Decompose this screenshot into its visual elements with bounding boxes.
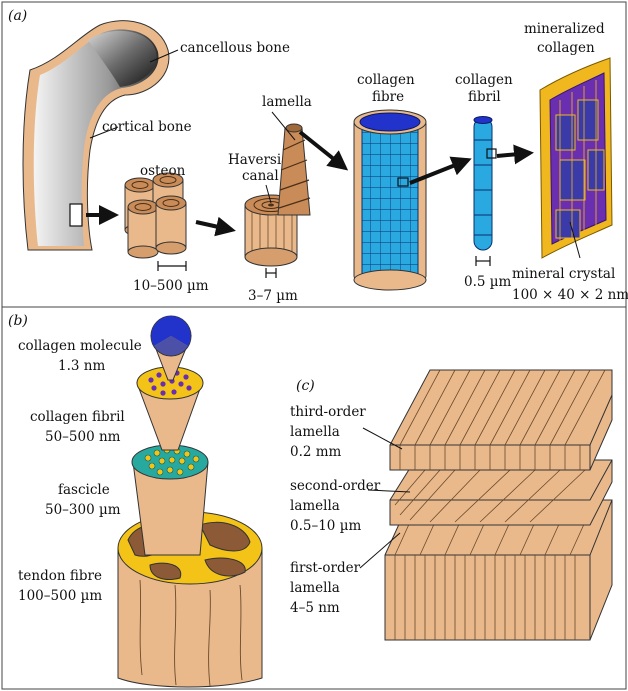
label-collagen-molecule-size: 1.3 nm [58,358,105,374]
collagen-fibril-illustration [474,117,496,251]
label-first-order: first-order [290,560,361,576]
label-third-order-word: lamella [290,424,340,440]
label-fibril-scale: 0.5 µm [464,274,512,290]
label-collagen-fibre-1: collagen [357,72,415,88]
label-second-order-size: 0.5–10 µm [290,518,361,534]
label-collagen-fibre-2: fibre [372,89,404,105]
sample-box [70,204,82,226]
label-fascicle: fascicle [58,482,110,498]
label-lamella-scale: 3–7 µm [248,288,298,304]
tendon-hierarchy-illustration [118,316,262,687]
label-osteon: osteon [140,163,186,179]
collagen-fibre-illustration [354,110,426,290]
label-third-order-size: 0.2 mm [290,444,342,460]
panel-c-label: (c) [296,378,315,394]
label-fascicle-size: 50–300 µm [45,502,121,518]
label-mineralized-1: mineralized [524,21,605,37]
label-mineral-crystal: mineral crystal [512,266,615,282]
panel-b-label: (b) [8,313,28,329]
label-cortical-bone: cortical bone [102,119,192,135]
label-third-order: third-order [290,404,366,420]
label-tendon-fibre-size: 100–500 µm [18,588,102,604]
arrow-fibril-mineral [497,153,530,156]
arrow-lamella-fibre [300,132,345,168]
label-first-order-word: lamella [290,580,340,596]
label-first-order-size: 4–5 nm [290,600,340,616]
fibril-scale-bar [476,256,490,266]
label-tendon-fibre: tendon fibre [18,568,102,584]
label-mineralized-2: collagen [537,40,595,56]
label-collagen-fibril-1: collagen [455,72,513,88]
label-osteon-scale: 10–500 µm [133,278,209,294]
mineralized-collagen-illustration [540,58,612,258]
label-cancellous-bone: cancellous bone [180,40,290,56]
arrow-osteon-haversian [196,222,232,230]
lamella-scale-bar [266,268,276,278]
label-second-order: second-order [290,478,381,494]
osteon-illustration [125,173,186,258]
label-tendon-fibril-size: 50–500 nm [45,429,121,445]
label-second-order-word: lamella [290,498,340,514]
label-tendon-fibril: collagen fibril [30,409,125,425]
label-collagen-fibril-2: fibril [468,89,501,105]
osteon-scale-bar [158,261,186,271]
lamellar-block-illustration [385,370,612,640]
panel-a-label: (a) [8,8,27,24]
label-collagen-molecule: collagen molecule [18,338,142,354]
label-haversian-2: canal [242,168,279,184]
label-mineral-crystal-dims: 100 × 40 × 2 nm [512,287,628,303]
label-lamella: lamella [262,94,312,110]
